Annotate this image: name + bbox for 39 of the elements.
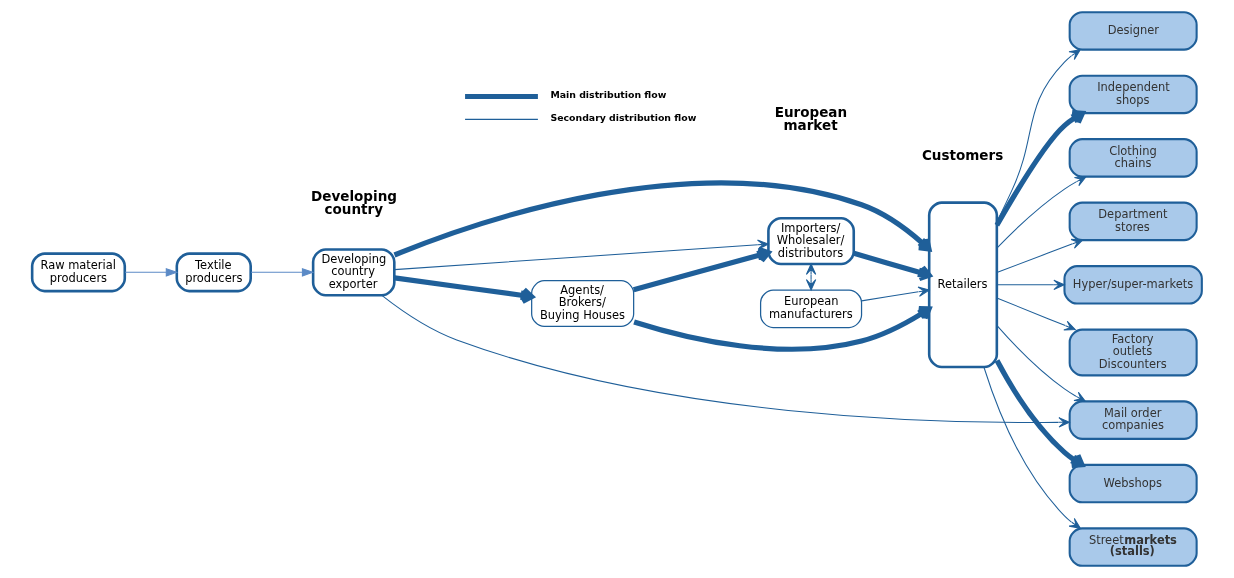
arrow — [394, 275, 535, 304]
arrow — [996, 238, 1083, 273]
arrow — [853, 250, 932, 282]
arrow — [861, 286, 930, 302]
arrow — [996, 297, 1076, 331]
label: Developing country — [311, 187, 397, 218]
arrow — [994, 359, 1085, 468]
arrow — [633, 305, 932, 352]
arrow — [996, 279, 1065, 291]
arrow — [250, 267, 315, 277]
arrow — [996, 176, 1087, 249]
node-box: Mail order companies — [1068, 400, 1198, 440]
node-box: European manufacturers — [760, 289, 863, 329]
node-box: Developing country exporter — [311, 248, 396, 297]
arrow — [994, 109, 1085, 227]
arrow — [124, 267, 179, 277]
node-box: Retailers — [927, 201, 999, 369]
node-box: Department stores — [1068, 201, 1198, 242]
node-box: Streetmarkets (stalls) — [1068, 527, 1198, 567]
node-box: Designer — [1068, 11, 1198, 51]
node-box: Clothing chains — [1068, 138, 1198, 178]
arrow — [805, 263, 817, 291]
node-box: Textile producers — [175, 252, 252, 293]
label: European market — [774, 103, 848, 134]
arrow — [632, 246, 771, 293]
legend-label: Main distribution flow — [550, 88, 667, 100]
node-box: Agents/ Brokers/ Buying Houses — [531, 280, 635, 328]
node-box: Factory outlets Discounters — [1068, 328, 1198, 377]
node-box: Webshops — [1068, 463, 1198, 504]
node-box: Importers/ Wholesaler/ distributors — [767, 216, 856, 266]
arrow — [381, 294, 1070, 428]
node-box: Hyper/super-markets — [1063, 265, 1203, 305]
legend-label: Secondary distribution flow — [550, 111, 697, 123]
arrow — [393, 180, 932, 258]
arrow — [983, 366, 1081, 529]
node-box: Raw material producers — [30, 252, 127, 293]
label: Customers — [921, 147, 1004, 164]
node-box: Independent shops — [1068, 74, 1198, 115]
arrow — [996, 325, 1086, 402]
